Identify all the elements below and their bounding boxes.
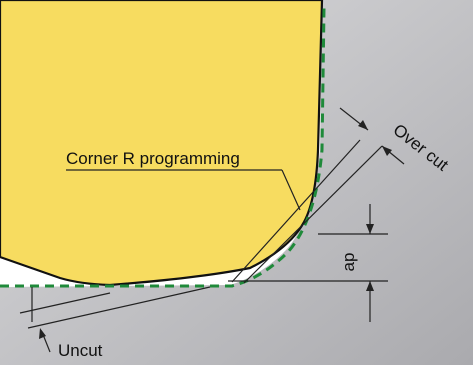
over-cut-arrowhead-a (358, 120, 368, 130)
over-cut-arrowhead-b (382, 146, 392, 156)
uncut-arrowhead (39, 328, 46, 339)
over-cut-line-2 (243, 145, 383, 284)
uncut-line-1 (19, 292, 111, 314)
cutting-insert (0, 0, 324, 287)
over-cut-line-1 (231, 139, 361, 283)
corner-r-label: Corner R programming (66, 149, 240, 168)
uncut-line-2 (27, 286, 211, 329)
ap-arrowhead-bottom (366, 281, 374, 291)
uncut-label: Uncut (58, 341, 103, 360)
ap-arrowhead-top (366, 224, 374, 234)
corner-r-leader (281, 169, 301, 211)
ap-label: ap (339, 253, 358, 272)
clearance-gap (0, 257, 110, 287)
